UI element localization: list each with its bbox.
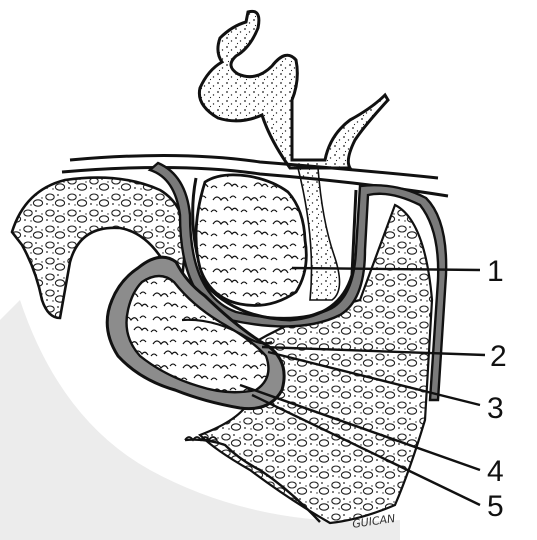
hypothalamus	[199, 11, 388, 168]
callout-4: 4	[487, 455, 504, 488]
callout-2: 2	[490, 340, 507, 373]
callout-1: 1	[487, 255, 504, 288]
callout-5: 5	[487, 490, 504, 523]
intrasellar-adenoma	[196, 175, 306, 306]
callout-3: 3	[487, 392, 504, 425]
